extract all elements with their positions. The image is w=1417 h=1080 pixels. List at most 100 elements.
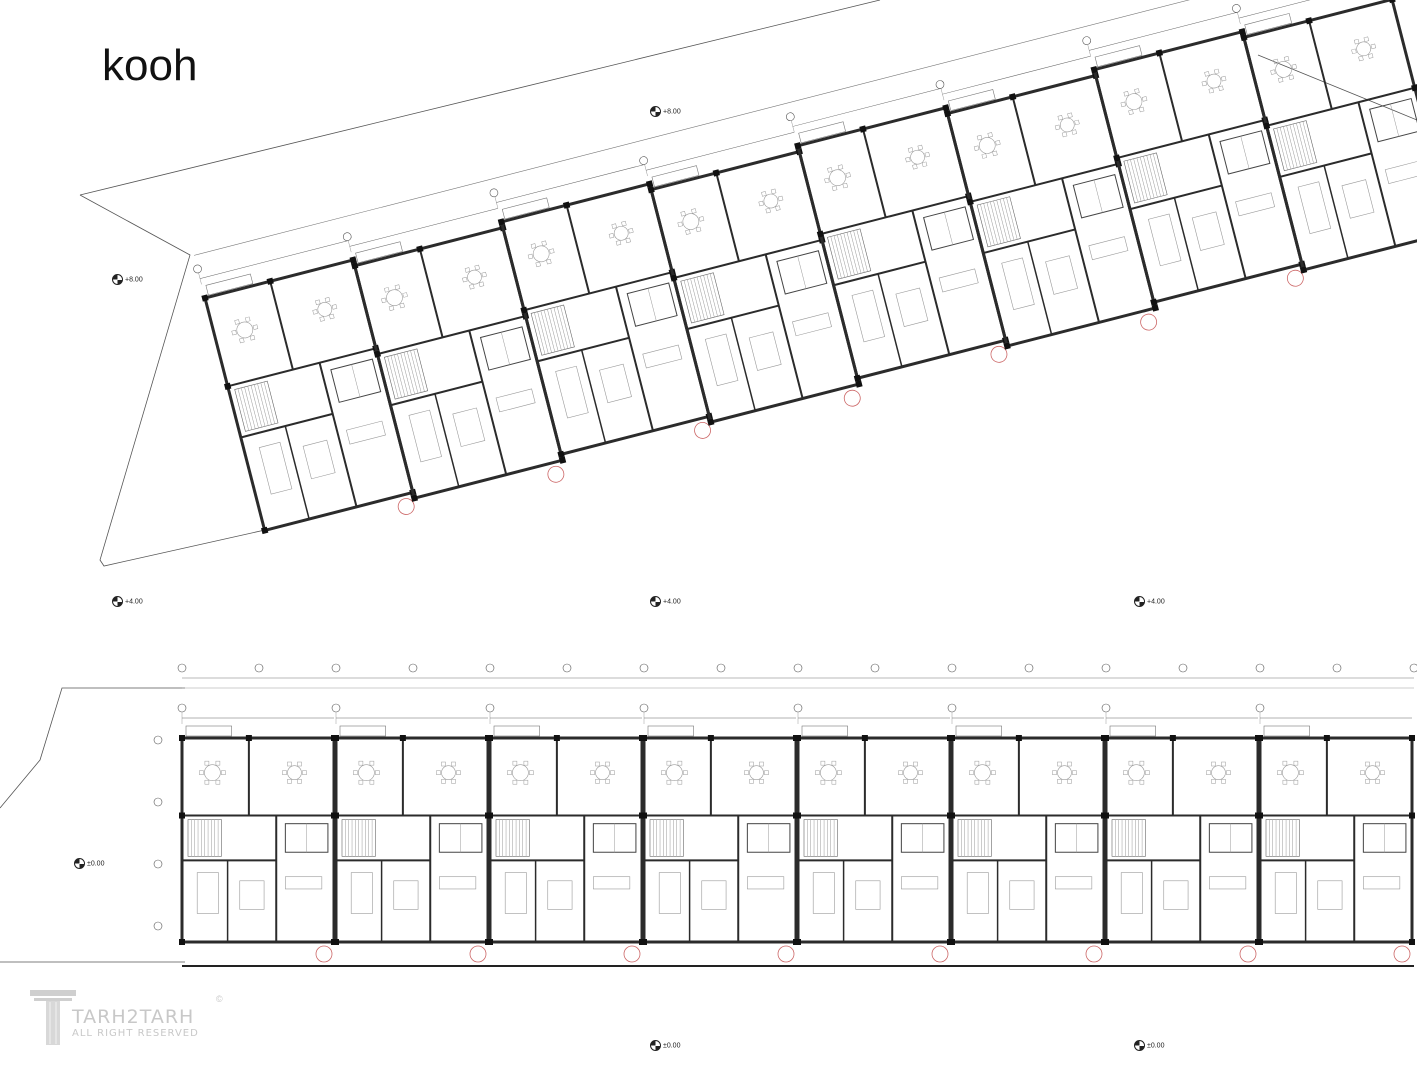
wall (764, 254, 804, 399)
bed-symbol (1191, 211, 1225, 251)
chair-symbol (1072, 770, 1077, 775)
chair-symbol (1282, 760, 1288, 766)
chair-symbol (969, 770, 974, 775)
chair-symbol (1067, 779, 1072, 784)
bed-symbol (1120, 872, 1143, 914)
chair-symbol (1270, 69, 1276, 75)
level-value: ±0.00 (87, 860, 105, 868)
chair-symbol (595, 779, 600, 784)
bed-symbol (1297, 181, 1332, 234)
bed-symbol (302, 439, 336, 480)
wall (1279, 152, 1372, 178)
wall (1093, 30, 1243, 72)
chair-symbol (215, 760, 221, 766)
thin-line (696, 276, 709, 319)
column (855, 380, 863, 388)
column (794, 142, 802, 150)
grid-bubble (342, 232, 352, 242)
wall (797, 106, 947, 148)
apartment-unit (177, 703, 337, 963)
grid-bubble (935, 80, 945, 89)
chair-symbol (987, 132, 993, 138)
wall (1390, 0, 1417, 233)
wall (318, 362, 358, 508)
wall (686, 304, 780, 331)
level-value: +8.00 (125, 276, 143, 284)
thin-line (351, 364, 361, 398)
column (201, 294, 209, 302)
wall (353, 265, 416, 499)
wall (1011, 96, 1037, 186)
chair-symbol (474, 264, 480, 271)
chair-symbol (451, 761, 456, 767)
column (1388, 0, 1396, 4)
chair-symbol (1211, 779, 1216, 784)
thin-line (1240, 136, 1250, 169)
column (1009, 93, 1017, 101)
site-boundary-upper-left (79, 194, 266, 567)
chair-symbol (1139, 760, 1145, 766)
column (1305, 17, 1313, 25)
level-marker-mid-right: +4.00 (1134, 596, 1165, 607)
thin-line (944, 212, 953, 245)
column (943, 109, 952, 118)
chair-symbol (765, 207, 771, 214)
chair-symbol (1123, 770, 1128, 775)
chair-symbol (905, 156, 911, 163)
wall (468, 330, 508, 475)
wall (1027, 241, 1053, 335)
stair-outline (187, 819, 222, 857)
chair-symbol (1277, 770, 1282, 775)
thin-line (247, 386, 259, 429)
chair-symbol (329, 313, 335, 320)
table-symbol (1282, 764, 1299, 781)
planter-symbol (1140, 313, 1158, 331)
column-logo-icon (30, 990, 76, 1045)
table-symbol (287, 765, 302, 780)
wall (1357, 101, 1397, 247)
thin-line (1146, 155, 1158, 198)
thin-line (700, 276, 712, 319)
wall (269, 281, 294, 370)
wall (1173, 197, 1200, 291)
wall (1242, 37, 1305, 271)
planter-symbol (547, 465, 565, 483)
chair-symbol (369, 760, 375, 766)
chair-symbol (974, 779, 980, 785)
grid-bubble (153, 797, 163, 807)
column (1409, 735, 1415, 741)
table-symbol (749, 765, 764, 780)
stair-outline (1265, 819, 1300, 857)
column (949, 735, 955, 741)
table-symbol (512, 764, 529, 781)
counter-symbol (1209, 876, 1247, 890)
bed-symbol (704, 333, 739, 387)
column (373, 350, 382, 358)
column (647, 186, 655, 194)
balcony (339, 725, 386, 737)
thin-line (1299, 122, 1311, 165)
column (1238, 28, 1247, 36)
column (487, 735, 493, 741)
counter-symbol (285, 876, 323, 890)
grid-bubble (153, 921, 163, 931)
column (1015, 735, 1022, 741)
wall (203, 297, 267, 531)
chair-symbol (677, 760, 683, 766)
dimension-band (193, 0, 1380, 256)
chair-symbol (384, 287, 390, 293)
chair-symbol (529, 770, 534, 775)
bed-symbol (1274, 872, 1297, 914)
chair-symbol (981, 153, 988, 159)
wall (560, 414, 710, 456)
thin-line (833, 235, 845, 278)
table-symbol (1211, 765, 1226, 780)
chair-symbol (1221, 761, 1226, 767)
column (795, 812, 801, 819)
counter-symbol (593, 876, 631, 890)
planter-symbol (397, 498, 415, 515)
wall (820, 195, 969, 236)
column (399, 735, 406, 741)
thin-line (550, 308, 562, 351)
column (795, 735, 801, 741)
